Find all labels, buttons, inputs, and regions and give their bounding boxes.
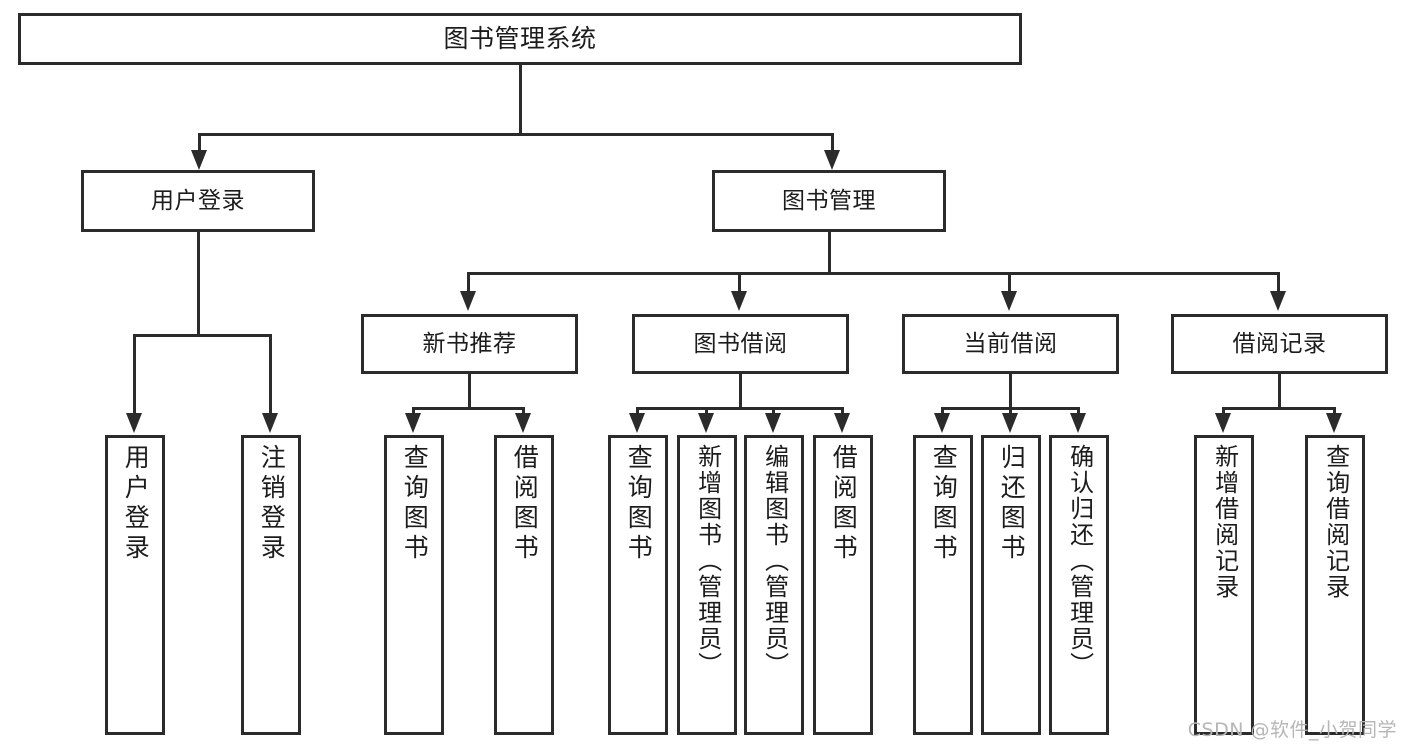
- connector-borrow-drop-1: [636, 407, 639, 416]
- node-user-login[interactable]: 用户登录: [81, 170, 315, 232]
- node-label: 查询图书: [929, 444, 959, 564]
- arrow-to-leaf-query-record: [1326, 413, 1342, 433]
- node-label: 图书管理系统: [443, 23, 597, 53]
- watermark-text: CSDN @软件_小贺同学: [1187, 719, 1397, 741]
- connector-record-bus: [1222, 407, 1336, 410]
- connector-tier3-drop-1: [467, 272, 470, 294]
- arrow-to-leaf-logout: [262, 413, 278, 433]
- connector-root-stem: [519, 65, 522, 133]
- node-current-borrow[interactable]: 当前借阅: [902, 314, 1119, 374]
- connector-record-stem: [1278, 374, 1281, 407]
- arrow-to-book-borrow: [731, 291, 747, 311]
- leaf-edit-book-admin[interactable]: 编辑图书（管理员）: [744, 435, 804, 735]
- arrow-to-user-login: [191, 150, 207, 170]
- connector-root-drop-left: [198, 133, 201, 155]
- connector-book-manage-stem: [828, 232, 831, 272]
- leaf-query-book-recommend[interactable]: 查询图书: [384, 435, 444, 735]
- arrow-to-book-manage: [824, 150, 840, 170]
- arrow-to-current-borrow: [1001, 291, 1017, 311]
- node-label: 查询借阅记录: [1321, 444, 1350, 600]
- leaf-query-borrow-record[interactable]: 查询借阅记录: [1305, 435, 1365, 735]
- node-label: 图书借阅: [693, 330, 788, 357]
- leaf-return-book[interactable]: 归还图书: [981, 435, 1041, 735]
- arrow-to-leaf-add-book: [698, 413, 714, 433]
- leaf-user-login[interactable]: 用户登录: [105, 435, 165, 735]
- node-borrow-record[interactable]: 借阅记录: [1171, 314, 1388, 374]
- connector-recommend-drop-2: [522, 407, 525, 416]
- node-label: 图书管理: [782, 187, 876, 214]
- node-label: 归还图书: [997, 444, 1027, 564]
- arrow-to-leaf-query-book-1: [405, 413, 421, 433]
- node-label: 当前借阅: [963, 330, 1058, 357]
- leaf-query-book-current[interactable]: 查询图书: [913, 435, 973, 735]
- arrow-to-new-book-recommend: [460, 291, 476, 311]
- connector-record-drop-2: [1333, 407, 1336, 416]
- connector-current-drop-2: [1009, 407, 1012, 416]
- node-label: 确认归还（管理员）: [1065, 444, 1094, 678]
- connector-record-drop-1: [1222, 407, 1225, 416]
- node-book-borrow[interactable]: 图书借阅: [632, 314, 849, 374]
- leaf-borrow-book-recommend[interactable]: 借阅图书: [494, 435, 554, 735]
- connector-user-login-bus: [133, 334, 271, 337]
- leaf-borrow-book-borrow[interactable]: 借阅图书: [813, 435, 873, 735]
- arrow-to-leaf-borrow-book-2: [834, 413, 850, 433]
- arrow-to-leaf-add-record: [1215, 413, 1231, 433]
- node-root-system[interactable]: 图书管理系统: [18, 13, 1022, 65]
- connector-root-drop-right: [831, 133, 834, 155]
- connector-tier3-drop-4: [1277, 272, 1280, 294]
- connector-borrow-drop-4: [841, 407, 844, 416]
- connector-tier3-drop-2: [738, 272, 741, 294]
- node-label: 注销登录: [257, 444, 287, 564]
- connector-borrow-stem: [739, 374, 742, 407]
- node-new-book-recommend[interactable]: 新书推荐: [361, 314, 578, 374]
- connector-borrow-drop-3: [772, 407, 775, 416]
- node-book-manage[interactable]: 图书管理: [712, 170, 946, 232]
- connector-user-login-drop-2: [269, 334, 272, 416]
- leaf-confirm-return-admin[interactable]: 确认归还（管理员）: [1049, 435, 1109, 735]
- arrow-to-leaf-edit-book: [765, 413, 781, 433]
- arrow-to-leaf-user-login: [126, 413, 142, 433]
- connector-current-stem: [1009, 374, 1012, 407]
- connector-current-drop-1: [941, 407, 944, 416]
- connector-recommend-bus: [412, 407, 525, 410]
- leaf-add-book-admin[interactable]: 新增图书（管理员）: [677, 435, 737, 735]
- node-label: 借阅图书: [510, 444, 540, 564]
- arrow-to-leaf-confirm-return: [1070, 413, 1086, 433]
- connector-recommend-stem: [468, 374, 471, 407]
- connector-current-drop-3: [1077, 407, 1080, 416]
- node-label: 新增借阅记录: [1210, 444, 1239, 600]
- connector-user-login-stem: [197, 232, 200, 334]
- arrow-to-borrow-record: [1270, 291, 1286, 311]
- node-label: 编辑图书（管理员）: [760, 444, 789, 678]
- node-label: 新书推荐: [422, 330, 517, 357]
- node-label: 新增图书（管理员）: [693, 444, 722, 678]
- arrow-to-leaf-query-book-2: [629, 413, 645, 433]
- connector-root-bus: [198, 133, 834, 136]
- node-label: 借阅记录: [1232, 330, 1327, 357]
- connector-borrow-drop-2: [705, 407, 708, 416]
- connector-user-login-drop-1: [133, 334, 136, 416]
- leaf-add-borrow-record[interactable]: 新增借阅记录: [1194, 435, 1254, 735]
- node-label: 用户登录: [121, 444, 151, 564]
- arrow-to-leaf-borrow-book-1: [515, 413, 531, 433]
- leaf-logout[interactable]: 注销登录: [241, 435, 301, 735]
- node-label: 借阅图书: [829, 444, 859, 564]
- arrow-to-leaf-return-book: [1002, 413, 1018, 433]
- node-label: 查询图书: [624, 444, 654, 564]
- node-label: 用户登录: [151, 187, 245, 214]
- arrow-to-leaf-query-book-3: [934, 413, 950, 433]
- leaf-query-book-borrow[interactable]: 查询图书: [608, 435, 668, 735]
- connector-recommend-drop-1: [412, 407, 415, 416]
- connector-book-manage-bus: [467, 272, 1280, 275]
- node-label: 查询图书: [400, 444, 430, 564]
- connector-tier3-drop-3: [1008, 272, 1011, 294]
- connector-borrow-bus: [636, 407, 844, 410]
